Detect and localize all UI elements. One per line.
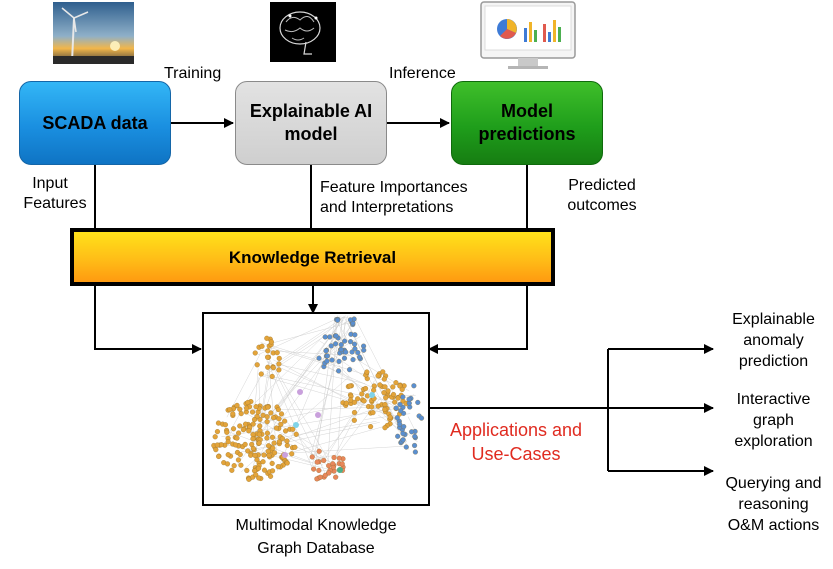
- charts-monitor-icon: [480, 1, 576, 69]
- knowledge-retrieval-node: Knowledge Retrieval: [70, 228, 555, 286]
- feature-importance-label-line1: Feature Importances: [320, 179, 468, 196]
- app-querying-reasoning-line3: O&M actions: [727, 517, 820, 534]
- training-label: Training: [164, 65, 222, 82]
- app-querying-reasoning-line1: Querying and: [725, 475, 822, 492]
- scada-data-node: SCADA data: [19, 81, 171, 165]
- predicted-outcomes-label-line1: Predicted: [568, 177, 636, 194]
- app-explainable-anomaly-line3: prediction: [738, 353, 809, 370]
- input-features-label-line2: Features: [23, 195, 87, 212]
- applications-title-line1: Applications and: [449, 420, 583, 440]
- predicted-outcomes-label-line2: outcomes: [567, 197, 637, 214]
- scada-node-label: SCADA data: [42, 112, 148, 133]
- app-explainable-anomaly-line1: Explainable: [732, 311, 815, 328]
- knowledge-graph-visual: [211, 315, 425, 482]
- applications-title-line2: Use-Cases: [471, 444, 561, 464]
- input-features-label-line1: Input: [32, 175, 68, 192]
- xai-node-label-line1: Explainable AI: [249, 101, 373, 121]
- app-explainable-anomaly-line2: anomaly: [743, 332, 804, 349]
- feature-importance-label-line2: and Interpretations: [320, 199, 454, 216]
- wind-turbine-photo-icon: [53, 2, 134, 64]
- explainable-ai-model-node: Explainable AI model: [235, 81, 387, 165]
- app-interactive-graph-line3: exploration: [734, 433, 813, 450]
- app-interactive-graph-line1: Interactive: [736, 391, 811, 408]
- app-querying-reasoning-line2: reasoning: [738, 496, 809, 513]
- pred-node-label-line1: Model: [500, 101, 553, 121]
- inference-label: Inference: [389, 65, 456, 82]
- graph-caption-line2: Graph Database: [257, 540, 375, 557]
- model-predictions-node: Model predictions: [451, 81, 603, 165]
- xai-node-label-line2: model: [284, 124, 338, 144]
- left-to-graph-arrow: [94, 286, 202, 354]
- pred-node-label-line2: predictions: [478, 124, 576, 144]
- graph-caption-line1: Multimodal Knowledge: [235, 517, 397, 534]
- ai-brain-icon: [270, 2, 336, 62]
- knowledge-retrieval-label: Knowledge Retrieval: [228, 247, 397, 267]
- right-to-graph-arrow: [428, 286, 528, 354]
- app-interactive-graph-line2: graph: [753, 412, 794, 429]
